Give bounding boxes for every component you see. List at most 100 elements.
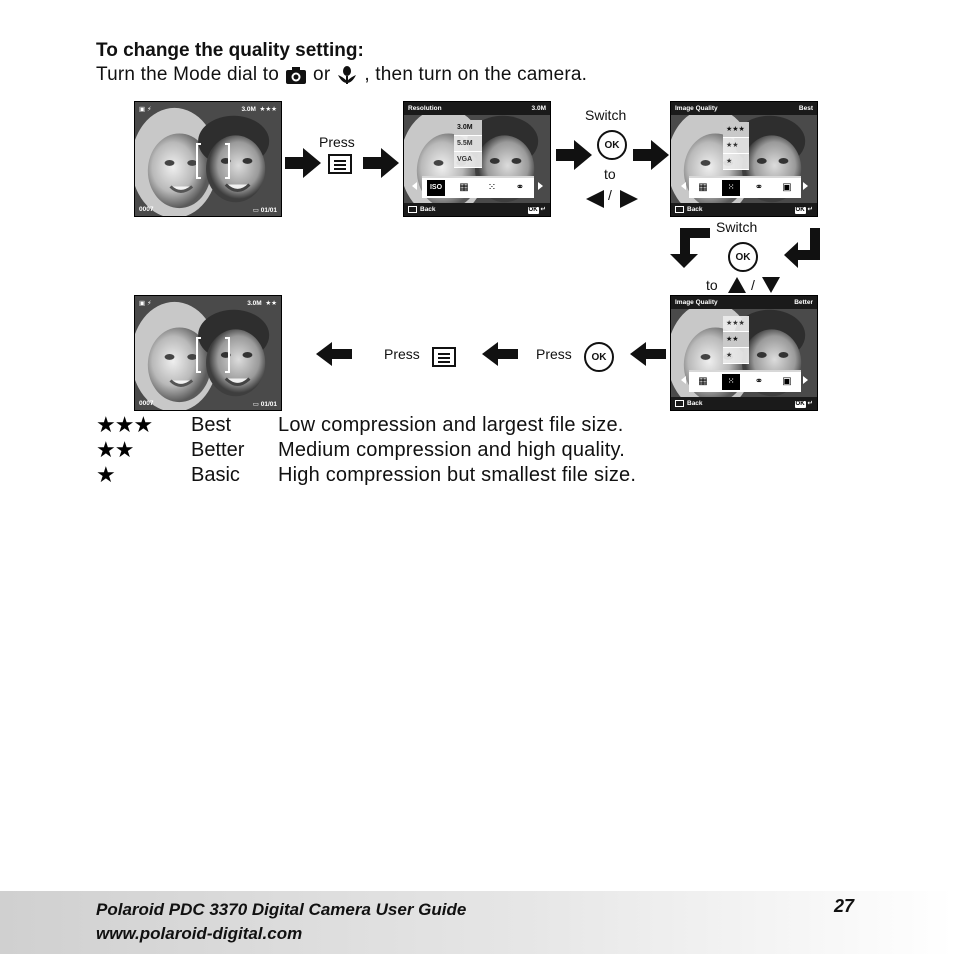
left-scroll-arrow-icon [681,376,686,384]
guide-title: Polaroid PDC 3370 Digital Camera User Gu… [96,900,467,919]
sharpness-icon[interactable]: ⚭ [754,376,764,387]
menu-icon-row: ▦ ⁙ ⚭ ▣ [689,370,801,392]
camera-mode-icon: ▣ ⚡ [139,299,152,307]
back-label: Back [687,400,703,408]
option-item[interactable]: ★★ [723,138,749,154]
step-label-switch: Switch [716,219,758,235]
resolution-value: 3.0M [247,299,262,307]
page-footer: Polaroid PDC 3370 Digital Camera User Gu… [0,891,954,954]
screen-bottom-bar: Back OK↵ [404,203,550,216]
arrow-left-icon [630,342,666,366]
menu-icon-row: ▦ ⁙ ⚭ ▣ [689,176,801,198]
ok-button-icon: OK [597,130,627,160]
camera-icon [286,67,307,84]
menu-title: Image Quality [675,105,718,112]
section-heading: To change the quality setting: [96,40,364,61]
sharpness-icon[interactable]: ⚭ [754,182,764,193]
battery-icon: ▭ [252,206,259,214]
menu-title: Resolution [408,105,442,112]
step-label-press: Press [536,346,572,362]
menu-small-icon [675,399,684,407]
menu-current-value: Best [798,105,813,112]
intro-text-2: or [313,64,331,85]
quality-icon[interactable]: ⁙ [487,182,497,193]
iso-icon[interactable]: ISO [427,180,445,196]
legend-name: Best [191,414,232,436]
step-label-to: to [706,277,718,293]
legend-name: Basic [191,464,240,486]
website-link[interactable]: www.polaroid-digital.com [96,924,303,943]
step-label-press: Press [319,134,355,150]
menu-button-icon [432,347,456,367]
arrow-down-left-icon [670,228,710,268]
legend-description: High compression but smallest file size. [278,464,637,486]
intro-instruction: Turn the Mode dial to or , then turn on … [96,64,587,86]
resolution-grid-icon[interactable]: ▦ [459,182,469,193]
menu-current-value: 3.0M [531,105,546,112]
legend-name: Better [191,439,245,461]
option-item[interactable]: ★ [723,154,749,170]
screen-title-bar: Image Quality Best [671,102,817,115]
screen-live-view-best: ▣ ⚡ 3.0M ★★★ 0007 ▭ 01/01 [134,101,282,217]
date-value: 01/01 [260,206,277,214]
exposure-icon[interactable]: ▣ [782,376,792,387]
menu-title: Image Quality [675,299,718,306]
exposure-icon[interactable]: ▣ [782,182,792,193]
screen-bottom-bar: Back OK↵ [671,397,817,410]
camera-mode-icon: ▣ ⚡ [139,105,152,113]
battery-icon: ▭ [252,400,259,408]
enter-icon: ↵ [540,206,546,213]
sharpness-icon[interactable]: ⚭ [515,182,525,193]
screen-title-bar: Resolution 3.0M [404,102,550,115]
date-value: 01/01 [260,400,277,408]
quality-value: ★★ [265,299,277,307]
option-item[interactable]: ★★ [723,332,749,348]
quality-options: ★★★ ★★ ★ [723,316,749,364]
resolution-grid-icon[interactable]: ▦ [698,182,708,193]
ok-button-icon: OK [728,242,758,272]
slash-separator: / [751,277,755,293]
option-item[interactable]: ★★★ [723,316,749,332]
focus-frame-icon [196,337,230,373]
legend-description: Low compression and largest file size. [278,414,624,436]
arrow-right-icon [633,140,669,170]
arrow-return-icon [784,228,820,268]
screen-status-bar: ▣ ⚡ 3.0M ★★★ [135,102,281,115]
option-item[interactable]: 5.5M [454,136,482,152]
slash-separator: / [608,187,612,203]
quality-icon[interactable]: ⁙ [722,180,740,196]
ok-small-icon: OK [527,207,539,214]
option-item[interactable]: 3.0M [454,120,482,136]
right-scroll-arrow-icon [803,376,808,384]
menu-button-icon [328,154,352,174]
step-label-press: Press [384,346,420,362]
quality-value: ★★★ [259,105,277,113]
option-item[interactable]: VGA [454,152,482,168]
screen-image-quality-best: Image Quality Best ★★★ ★★ ★ ▦ ⁙ ⚭ ▣ Back… [670,101,818,217]
focus-frame-icon [196,143,230,179]
shot-counter: 0007 [139,400,154,407]
resolution-value: 3.0M [241,105,256,113]
screen-resolution-menu: Resolution 3.0M 3.0M 5.5M VGA ISO ▦ ⁙ ⚭ … [403,101,551,217]
right-scroll-arrow-icon [538,182,543,190]
arrow-right-icon [363,148,399,178]
screen-bottom-bar: Back OK↵ [671,203,817,216]
resolution-grid-icon[interactable]: ▦ [698,376,708,387]
menu-current-value: Better [794,299,813,306]
enter-icon: ↵ [807,206,813,213]
arrow-right-icon [285,148,321,178]
ok-button-icon: OK [584,342,614,372]
screen-status-bar: ▣ ⚡ 3.0M ★★ [135,296,281,309]
ok-small-icon: OK [794,401,806,408]
screen-bottom-bar: 0007 ▭ 01/01 [135,397,281,410]
quality-legend: ★★★ Best Low compression and largest fil… [96,412,796,487]
quality-icon[interactable]: ⁙ [722,374,740,390]
right-scroll-arrow-icon [803,182,808,190]
back-label: Back [687,206,703,214]
option-item[interactable]: ★★★ [723,122,749,138]
option-item[interactable]: ★ [723,348,749,364]
screen-live-view-better: ▣ ⚡ 3.0M ★★ 0007 ▭ 01/01 [134,295,282,411]
legend-description: Medium compression and high quality. [278,439,626,461]
legend-row: ★ Basic High compression but smallest fi… [96,462,796,487]
ok-small-icon: OK [794,207,806,214]
